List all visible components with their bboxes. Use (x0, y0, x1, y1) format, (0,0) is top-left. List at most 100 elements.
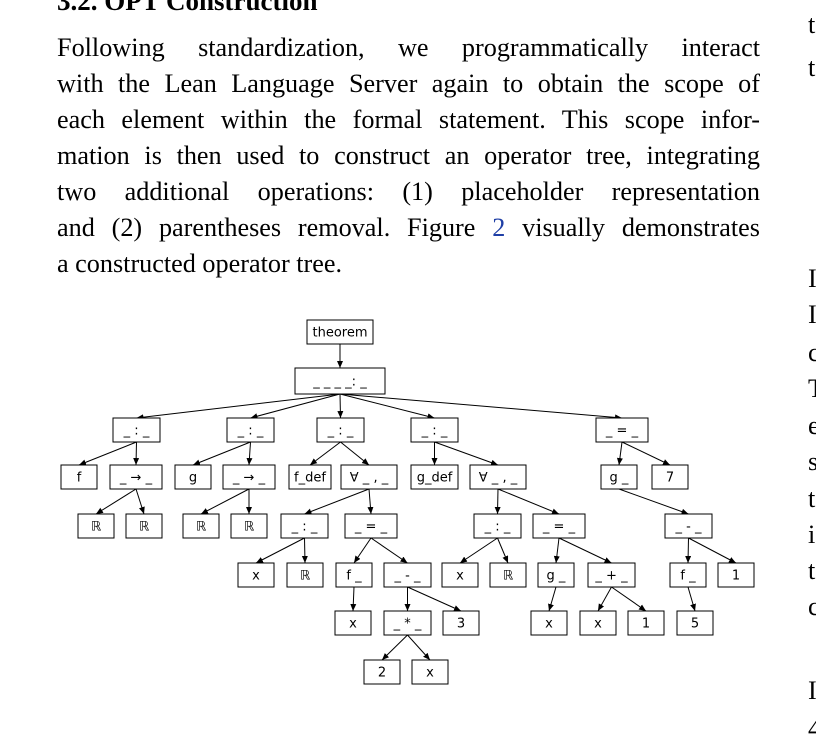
tree-node-label: x (456, 569, 464, 584)
tree-node-g: g (174, 464, 212, 490)
tree-node-box (230, 513, 268, 539)
tree-node-box (286, 562, 324, 588)
tree-node-box (77, 513, 115, 539)
paragraph-line: and (2) parentheses removal. Figure 2 vi… (57, 210, 760, 246)
tree-node-x1: x (237, 562, 275, 588)
tree-edge-c3-fa1 (340, 441, 370, 466)
tree-edge-sub2-fapp2 (685, 537, 692, 564)
right-column-char: t (808, 53, 816, 82)
tree-node-label: ∀ _ , _ (350, 471, 389, 486)
tree-node-label: _ = _ (354, 520, 388, 535)
tree-node-box (664, 513, 713, 539)
tree-node-mul1: _ * _ (383, 610, 432, 636)
tree-edge-arr1-r1b (135, 488, 145, 515)
tree-node-sub2: _ - _ (664, 513, 713, 539)
tree-edge-fa2-eq41 (497, 488, 560, 515)
tree-node-label: ℝ (91, 520, 102, 535)
tree-edge-root-c1 (136, 393, 341, 421)
tree-edge-c1-f (78, 441, 137, 466)
tree-node-x2: x (334, 610, 372, 636)
tree-node-label: f (77, 471, 82, 486)
tree-node-label: _ * _ (393, 617, 422, 632)
tree-node-label: _ : _ (421, 424, 448, 439)
tree-node-label: g_def (417, 471, 453, 486)
tree-node-fa2: ∀ _ , _ (469, 464, 527, 490)
tree-node-box (383, 562, 432, 588)
tree-node-box (344, 513, 398, 539)
right-column-char: I (808, 676, 816, 705)
tree-node-label: ℝ (300, 569, 311, 584)
tree-node-label: 7 (666, 471, 674, 486)
right-column-char: t (808, 10, 816, 39)
tree-node-label: 1 (642, 617, 650, 632)
tree-node-c3: _ : _ (316, 417, 365, 443)
tree-node-x4: x (441, 562, 479, 588)
tree-edge-fapp1-x2 (350, 586, 357, 612)
tree-node-box (532, 513, 586, 539)
paragraph-line: each element within the formal statement… (57, 105, 760, 134)
tree-node-eq31: _ = _ (344, 513, 398, 539)
paragraph-text: visually demonstrates (505, 213, 760, 242)
tree-node-label: x (594, 617, 602, 632)
tree-node-box (280, 513, 329, 539)
tree-edge-fapp2-n5 (687, 586, 696, 612)
tree-node-box (410, 417, 459, 443)
tree-node-label: _ → _ (232, 471, 266, 486)
tree-node-label: _ - _ (394, 569, 421, 584)
figure-reference-link[interactable]: 2 (492, 213, 506, 242)
tree-node-label: ℝ (139, 520, 150, 535)
tree-node-box (112, 417, 161, 443)
tree-edge-mul1-n2 (381, 634, 408, 661)
tree-node-box (237, 562, 275, 588)
tree-node-label: _ : _ (237, 424, 264, 439)
tree-node-label: f _ (680, 569, 696, 584)
tree-node-box (288, 464, 332, 490)
tree-edge-fa1-eq31 (367, 488, 374, 515)
tree-edge-c4-fa2 (434, 441, 499, 466)
tree-node-box (627, 610, 665, 636)
tree-node-box (411, 659, 449, 685)
right-column-char: t (808, 484, 816, 513)
tree-node-label: _ : _ (327, 424, 354, 439)
tree-node-label: _ = _ (542, 520, 576, 535)
tree-node-label: _ _ _ _: _ (312, 375, 367, 390)
right-column-char: 4 (808, 714, 816, 743)
tree-node-eq41: _ = _ (532, 513, 586, 539)
tree-node-box (530, 610, 568, 636)
tree-node-box (489, 562, 527, 588)
tree-node-arr1: _ → _ (109, 464, 163, 490)
right-column-char: I (808, 264, 816, 293)
paragraph-line: with the Lean Language Server again to o… (57, 69, 760, 98)
tree-edge-fa2-c41 (494, 488, 501, 515)
tree-node-box (469, 464, 527, 490)
tree-edge-root-c4 (339, 393, 435, 420)
tree-node-root: _ _ _ _: _ (294, 367, 386, 395)
tree-node-box (473, 513, 522, 539)
right-column-char: s (808, 447, 816, 476)
tree-node-label: x (349, 617, 357, 632)
right-column-char: T (808, 375, 816, 402)
tree-node-box (717, 562, 755, 588)
tree-node-label: _ : _ (291, 520, 318, 535)
tree-node-box (669, 562, 707, 588)
tree-node-box (383, 610, 432, 636)
tree-node-c4: _ : _ (410, 417, 459, 443)
tree-edge-add1-n1a (611, 586, 647, 612)
tree-node-label: 3 (457, 617, 465, 632)
tree-edge-c41-x4 (459, 537, 498, 564)
paragraph-text: and (2) parentheses removal. Figure (57, 213, 493, 242)
tree-node-label: _ = _ (605, 424, 639, 439)
tree-node-c1: _ : _ (112, 417, 161, 443)
tree-node-fa1: ∀ _ , _ (340, 464, 398, 490)
tree-node-label: ℝ (503, 569, 514, 584)
right-column-char: c (808, 338, 816, 367)
tree-node-fapp2: f _ (669, 562, 707, 588)
tree-node-box (294, 367, 386, 395)
tree-node-fdef: f_def (288, 464, 332, 490)
tree-node-box (600, 464, 638, 490)
tree-edge-sub1-n3 (407, 586, 462, 612)
tree-node-label: f _ (346, 569, 362, 584)
tree-node-r1a: ℝ (77, 513, 115, 539)
tree-node-gapp1: g _ (537, 562, 575, 588)
tree-node-box (222, 464, 276, 490)
